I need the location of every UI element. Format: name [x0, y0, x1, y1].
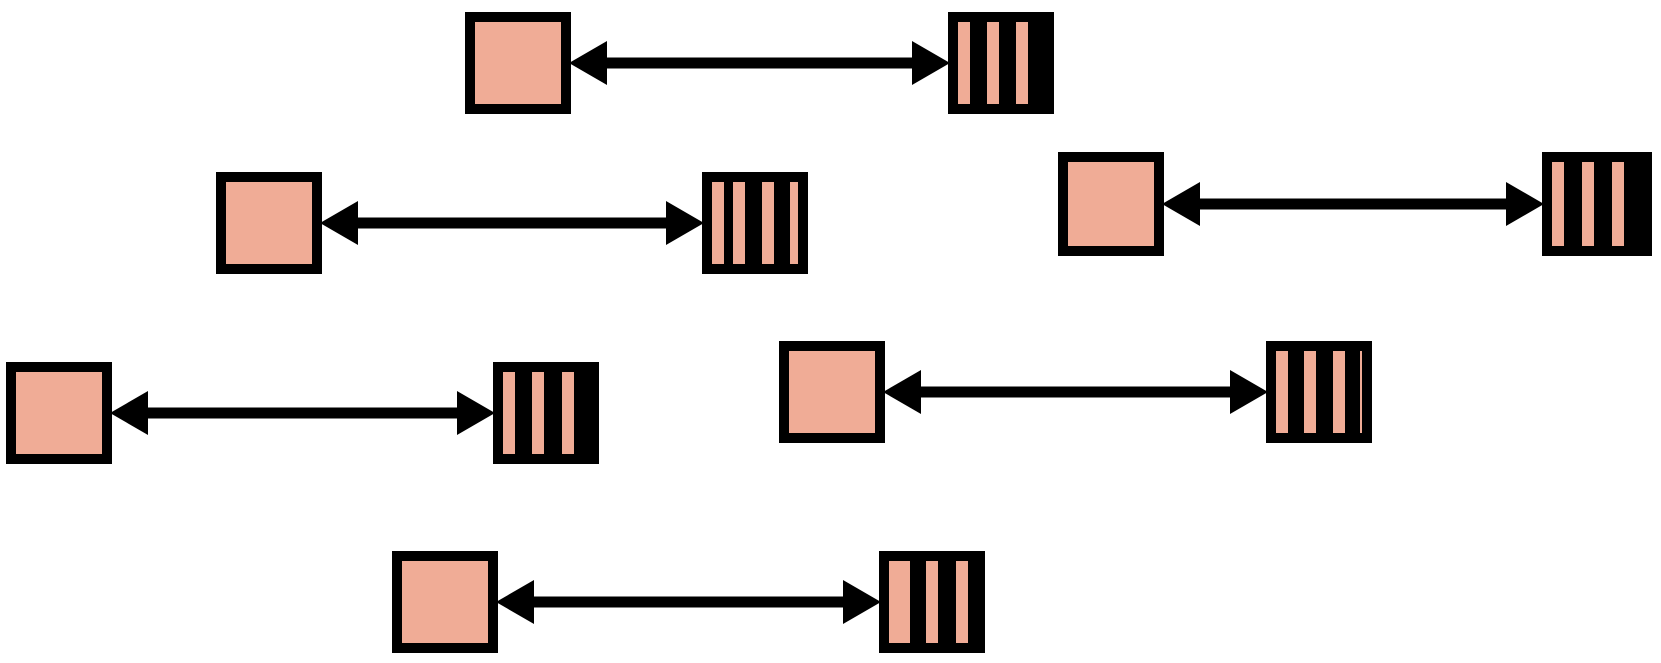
arrowhead-left — [496, 580, 534, 624]
arrowhead-left — [569, 41, 607, 85]
bidirectional-arrow — [1162, 182, 1544, 226]
source-node — [392, 551, 498, 653]
bidirectional-arrow — [569, 41, 950, 85]
source-node — [779, 341, 885, 443]
target-stripe — [926, 561, 938, 643]
target-stripe — [898, 561, 910, 643]
arrowhead-left — [110, 391, 148, 435]
bidirectional-arrow — [883, 370, 1268, 414]
target-stripe — [956, 561, 968, 643]
arrow-shaft — [920, 386, 1231, 398]
target-stripe — [1016, 22, 1028, 104]
arrow-shaft — [1199, 198, 1507, 210]
pair-3 — [1058, 152, 1652, 256]
target-node — [702, 172, 808, 274]
target-stripe — [1360, 351, 1362, 433]
arrow-shaft — [606, 57, 913, 69]
pair-5 — [779, 341, 1372, 443]
pair-4 — [6, 362, 599, 464]
bidirectional-arrow — [320, 201, 704, 245]
target-node — [1542, 152, 1652, 256]
target-node — [493, 362, 599, 464]
target-stripe — [1276, 351, 1288, 433]
target-node — [1266, 341, 1372, 443]
target-node — [879, 551, 985, 653]
target-stripe — [1552, 162, 1564, 246]
source-node — [6, 362, 112, 464]
target-stripe — [987, 22, 999, 104]
target-stripe — [733, 182, 745, 264]
target-stripe — [503, 372, 515, 454]
arrowhead-left — [883, 370, 921, 414]
pair-2 — [216, 172, 808, 274]
arrowhead-right — [1506, 182, 1544, 226]
target-stripe — [958, 22, 970, 104]
target-stripe — [532, 372, 544, 454]
arrow-shaft — [147, 407, 458, 419]
source-node — [216, 172, 322, 274]
target-stripe — [1304, 351, 1316, 433]
target-stripe — [762, 182, 774, 264]
arrowhead-right — [1230, 370, 1268, 414]
arrowhead-left — [1162, 182, 1200, 226]
arrowhead-right — [666, 201, 704, 245]
target-stripe — [712, 182, 724, 264]
bidirectional-arrow — [496, 580, 881, 624]
pair-1 — [465, 12, 1054, 114]
arrowhead-right — [457, 391, 495, 435]
source-node — [1058, 152, 1164, 256]
target-stripe — [562, 372, 574, 454]
arrowhead-right — [843, 580, 881, 624]
arrow-shaft — [357, 217, 667, 229]
source-node — [465, 12, 571, 114]
arrowhead-right — [912, 41, 950, 85]
arrow-shaft — [533, 596, 844, 608]
target-stripe — [790, 182, 798, 264]
arrowhead-left — [320, 201, 358, 245]
target-stripe — [1333, 351, 1345, 433]
bidirectional-arrow — [110, 391, 495, 435]
target-stripe — [1582, 162, 1594, 246]
target-node — [948, 12, 1054, 114]
target-stripe — [1612, 162, 1624, 246]
pair-6 — [392, 551, 985, 653]
